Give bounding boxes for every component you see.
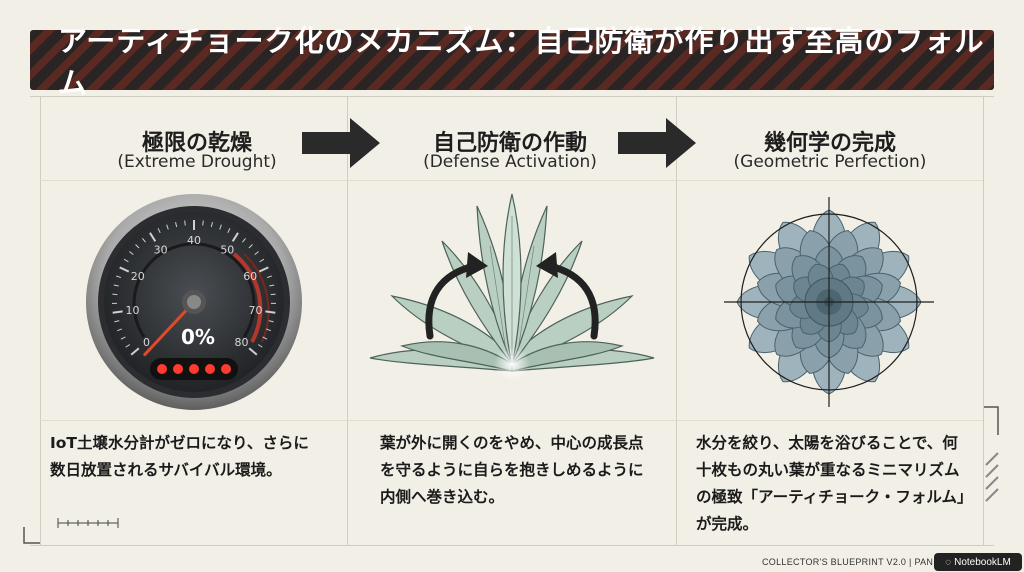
gauge-tick [119, 266, 130, 273]
gauge-reading: 0% [181, 325, 215, 349]
gauge-tick [123, 258, 129, 263]
description-line: 葉が外に開くのをやめ、中心の成長点 [380, 434, 644, 452]
gauge-tick [125, 344, 131, 348]
gauge-tick-label: 80 [234, 336, 248, 349]
gauge-tick [112, 310, 123, 314]
footer-text: COLLECTOR'S BLUEPRINT V2.0 | PAN [762, 557, 934, 567]
gauge-tick [117, 328, 123, 332]
gauge-needle [143, 300, 196, 357]
gauge-tick-label: 40 [187, 234, 201, 247]
gauge-tick [219, 224, 222, 230]
badge-label: NotebookLM [954, 556, 1011, 568]
column-divider-1 [347, 96, 348, 545]
speedometer-icon: 0 10 20 30 40 50 60 70 80 0% [86, 194, 302, 410]
gauge-tick [248, 244, 253, 249]
step-3-title: 幾何学の完成 [763, 131, 896, 156]
page-title: アーティチョーク化のメカニズム：自己防衛が作り出す至高のフォルム [58, 24, 985, 100]
gauge-tick-label: 10 [126, 304, 140, 317]
gauge-tick [114, 320, 120, 323]
gauge-tick [259, 258, 265, 263]
notebooklm-icon: ◌ [945, 556, 952, 568]
gauge-tick [116, 275, 122, 279]
description-line: 数日放置されるサバイバル環境。 [50, 461, 282, 479]
gauge-tick-label: 60 [243, 270, 257, 283]
step-3-description: 水分を絞り、太陽を浴びることで、何 十枚もの丸い葉が重なるミニマリズム の極致「… [696, 430, 986, 538]
description-line: 内側へ巻き込む。 [380, 488, 505, 506]
gauge-tick [248, 347, 258, 356]
description-line: を守るように自らを抱きしめるように [380, 461, 644, 479]
indicator-light [189, 364, 199, 374]
description-line: 水分を絞り、太陽を浴びることで、何 [696, 434, 958, 452]
crosshair-icon [724, 197, 934, 407]
gauge-tick [227, 228, 231, 234]
step-1-description: IoT土壌水分計がゼロになり、さらに 数日放置されるサバイバル環境。 [50, 430, 340, 484]
gauge-tick [120, 336, 126, 340]
column-divider-2 [676, 96, 677, 545]
curved-arrow-icon [425, 252, 488, 340]
gauge-tick [231, 232, 239, 242]
gauge-tick [135, 244, 140, 249]
frame-line-top [30, 96, 994, 97]
succulent-rosette-icon [724, 197, 934, 407]
gauge-tick [254, 251, 259, 255]
gauge-tick [266, 275, 272, 279]
grid-line-h1 [40, 180, 983, 181]
description-line: 十枚もの丸い葉が重なるミニマリズム [696, 461, 960, 479]
gauge-tick [242, 237, 246, 243]
gauge-tick [130, 347, 140, 356]
gauge-tick [113, 284, 119, 287]
step-2-title: 自己防衛の作動 [432, 131, 587, 156]
gauge-tick-label: 70 [248, 304, 262, 317]
bracket-mark-right [984, 406, 999, 502]
agave-icon [369, 193, 655, 382]
gauge-tick-label: 30 [154, 244, 168, 257]
gauge-tick [157, 228, 161, 234]
gauge-tick [202, 220, 204, 226]
gauge-tick [149, 232, 157, 242]
arrow-right-icon [302, 118, 380, 168]
frame-line-bottom [30, 545, 994, 546]
step-2-description: 葉が外に開くのをやめ、中心の成長点 を守るように自らを抱きしめるように 内側へ巻… [380, 430, 670, 511]
description-line: IoT土壌水分計がゼロになり、さらに [50, 434, 309, 452]
gauge-tick [258, 266, 269, 273]
gauge-tick [257, 344, 263, 348]
gauge-tick [262, 336, 268, 340]
indicator-light [205, 364, 215, 374]
indicator-light [173, 364, 183, 374]
corner-mark-bottom-left [23, 527, 40, 544]
description-line: の極致「アーティチョーク・フォルム」 [696, 488, 973, 506]
title-bar: アーティチョーク化のメカニズム：自己防衛が作り出す至高のフォルム [30, 24, 994, 100]
gauge-tick [129, 251, 134, 255]
gauge-tick [166, 224, 169, 230]
gauge-tick [210, 221, 213, 228]
gauge-tick-label: 20 [131, 270, 145, 283]
step-1-title: 極限の乾燥 [141, 131, 252, 156]
indicator-light [157, 364, 167, 374]
ruler-mark [57, 518, 119, 528]
description-line: が完成。 [696, 515, 759, 533]
step-3-subtitle: (Geometric Perfection) [733, 152, 927, 172]
gauge-tick [268, 320, 274, 323]
step-2-subtitle: (Defense Activation) [423, 152, 597, 172]
arrow-right-icon [618, 118, 696, 168]
step-1-subtitle: (Extreme Drought) [117, 152, 277, 172]
grid-line-h2 [40, 420, 983, 421]
frame-line-left [40, 96, 41, 546]
indicator-light [221, 364, 231, 374]
gauge-tick [142, 237, 146, 243]
gauge-tick [269, 284, 275, 287]
gauge-tick [265, 310, 276, 314]
curved-arrow-icon [536, 252, 599, 340]
gauge-tick [175, 221, 178, 228]
frame-line-right [983, 96, 984, 546]
gauge-tick [184, 220, 186, 226]
gauge-tick-label: 50 [220, 244, 234, 257]
gauge-tick [265, 328, 271, 332]
notebooklm-badge[interactable]: ◌ NotebookLM [934, 553, 1022, 571]
gauge-tick-label: 0 [143, 336, 150, 349]
